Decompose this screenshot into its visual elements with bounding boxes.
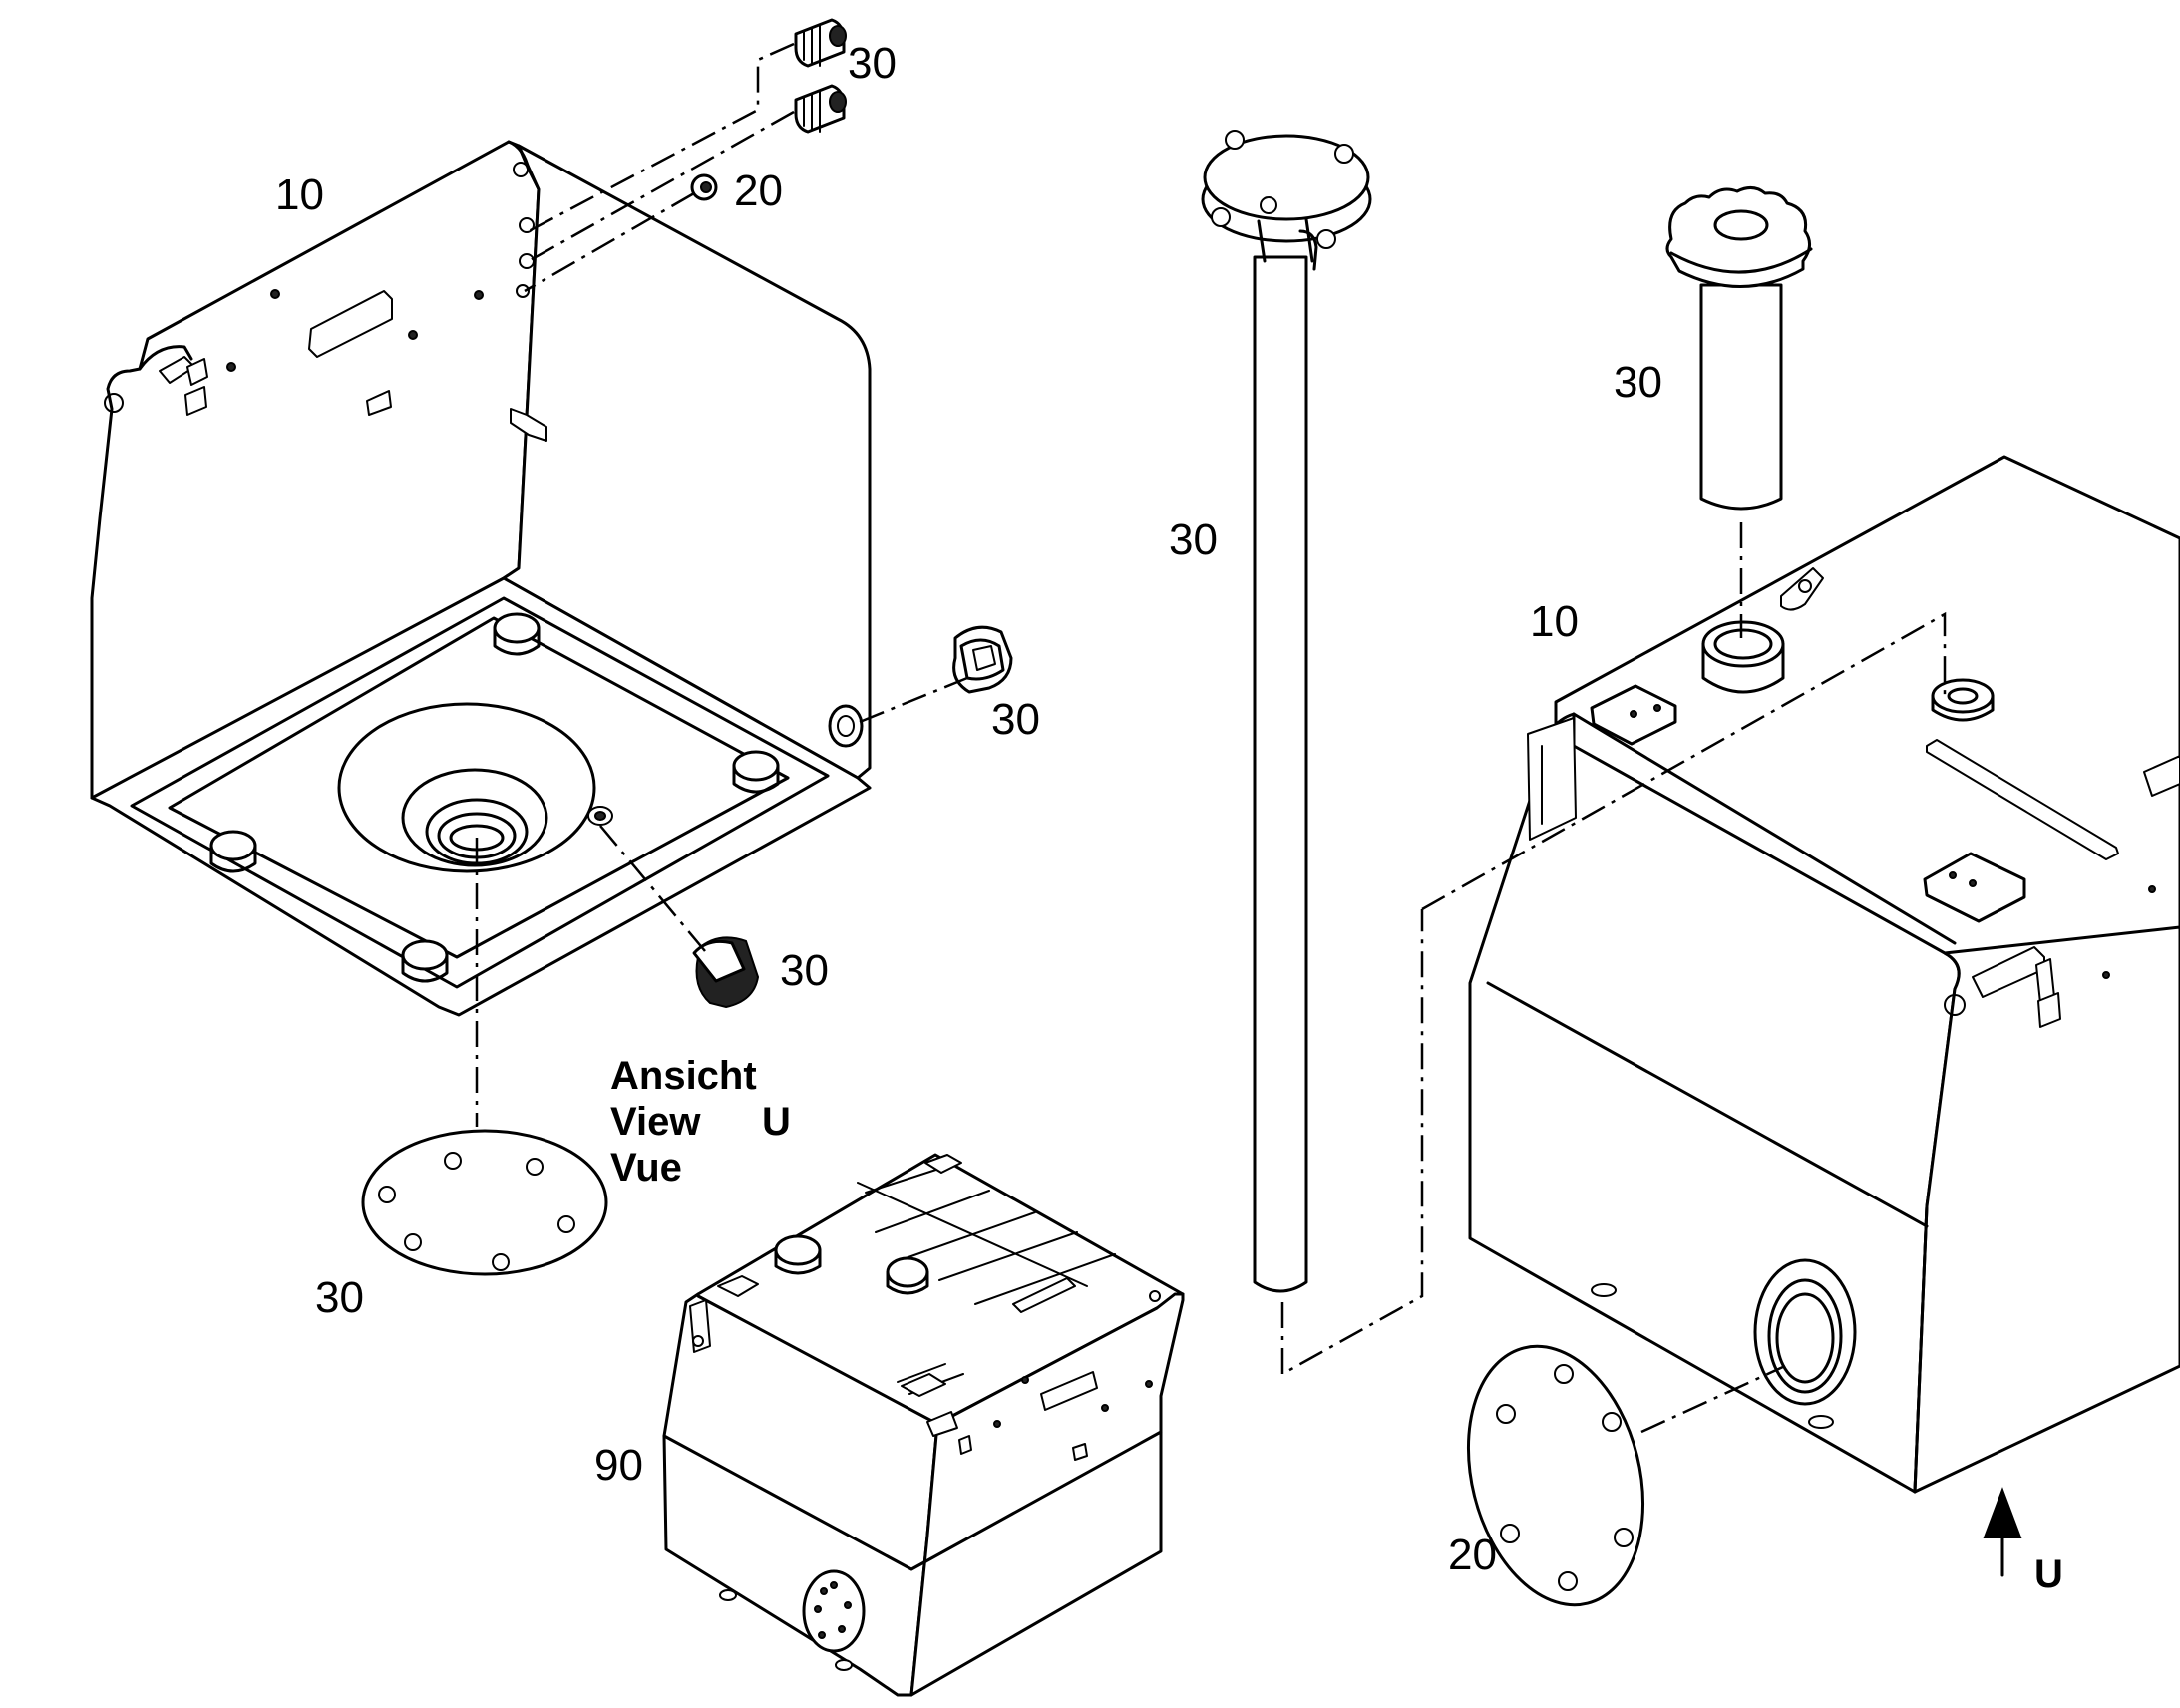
callout-10-left: 10 [275,171,324,219]
assembled-tank-90 [662,1153,1185,1697]
tank-bottom-view [90,140,872,1017]
callout-90-tank: 90 [594,1441,643,1490]
callout-20-cover-plate: 20 [1448,1531,1497,1579]
callout-20-fitting: 20 [734,167,783,215]
view-note-line1: Ansicht [610,1054,757,1098]
callout-30-filler-cap: 30 [1614,358,1662,407]
callout-30-top-fittings: 30 [848,39,897,88]
bottom-plug-30 [692,936,760,1009]
callout-30-side-plug: 30 [991,695,1040,744]
fitting-20 [690,173,718,201]
view-note-letter: U [762,1100,791,1144]
callout-30-rod: 30 [1169,515,1218,564]
cover-plate-30 [361,1129,608,1276]
callout-30-cover-plate: 30 [315,1273,364,1322]
view-arrow-label: U [2034,1552,2063,1596]
side-plug-30 [952,625,1013,694]
large-tank-10 [1468,455,2180,1494]
view-arrow-u [1983,1487,2022,1577]
callout-10-right: 10 [1530,597,1579,646]
view-note-line3: Vue [610,1146,682,1190]
filler-cap-30 [1665,186,1813,511]
level-sensor-rod-30 [1201,130,1372,1293]
fitting-pair-30 [794,18,847,134]
view-note-line2: View [610,1100,701,1144]
callout-30-bottom-plug: 30 [780,946,829,995]
cover-plate-20 [1466,1344,1645,1607]
